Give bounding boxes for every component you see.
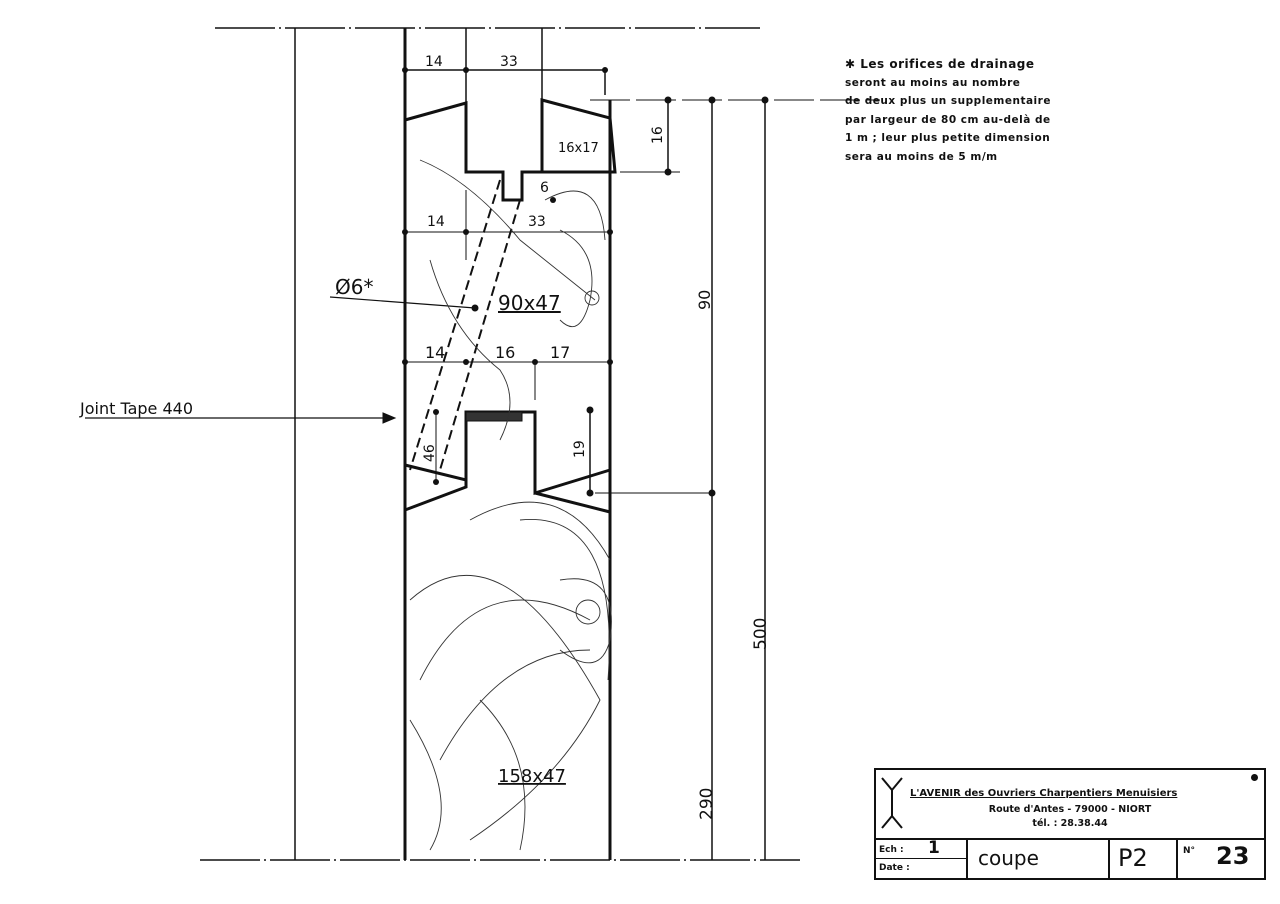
hole-label: Ø6* <box>335 275 373 299</box>
drainage-note: ✱ Les orifices de drainage seront au moi… <box>845 55 1051 166</box>
dim-label: 14 <box>427 214 445 230</box>
dim-label: 500 <box>751 618 771 650</box>
dim-label: 16 <box>650 126 666 144</box>
dim-label: 6 <box>540 180 549 196</box>
drawing-number: 23 <box>1216 842 1250 870</box>
drain-hole-dashed <box>409 179 501 471</box>
note-line: par largeur de 80 cm au-delà de <box>845 113 1051 126</box>
note-line: sera au moins de 5 m/m <box>845 150 998 163</box>
note-line: seront au moins au nombre <box>845 76 1021 89</box>
company-name: L'AVENIR des Ouvriers Charpentiers Menui… <box>910 788 1178 799</box>
scale-value: 1 <box>928 838 940 858</box>
sheet-code: P2 <box>1118 844 1148 872</box>
company-address: Route d'Antes - 79000 - NIORT <box>988 804 1152 815</box>
dim-label: 17 <box>550 343 570 362</box>
joint-tape-label: Joint Tape 440 <box>79 399 193 418</box>
note-line: ✱ Les orifices de drainage <box>845 57 1035 71</box>
view-name: coupe <box>978 846 1039 870</box>
dim-label: 14 <box>425 54 443 70</box>
scale-label: Ech : <box>879 845 904 855</box>
rail-size-label: 90x47 <box>498 291 561 315</box>
joint-tape <box>465 411 523 422</box>
dim-label: 33 <box>528 214 546 230</box>
top-rail-mortise <box>404 101 542 202</box>
company-logo-icon <box>881 777 903 829</box>
block-16x17 <box>540 98 617 174</box>
dim-label: 33 <box>500 54 518 70</box>
hole-dot <box>1251 774 1258 781</box>
title-block: L'AVENIR des Ouvriers Charpentiers Menui… <box>874 768 1266 880</box>
date-label: Date : <box>879 863 910 873</box>
wood-grain <box>409 159 612 851</box>
company-phone: tél. : 28.38.44 <box>1032 818 1108 829</box>
dim-label: 290 <box>697 788 717 820</box>
dim-label: 46 <box>422 444 438 462</box>
dim-label: 90 <box>695 290 714 310</box>
block-size-label: 16x17 <box>558 141 599 156</box>
note-line: de deux plus un supplementaire <box>845 95 1051 107</box>
dim-label: 14 <box>425 343 445 362</box>
post-size-label: 158x47 <box>498 766 566 787</box>
dim-label: 19 <box>572 440 588 458</box>
number-label: N° <box>1183 846 1196 856</box>
dim-label: 16 <box>495 343 515 362</box>
note-line: 1 m ; leur plus petite dimension <box>845 132 1051 144</box>
